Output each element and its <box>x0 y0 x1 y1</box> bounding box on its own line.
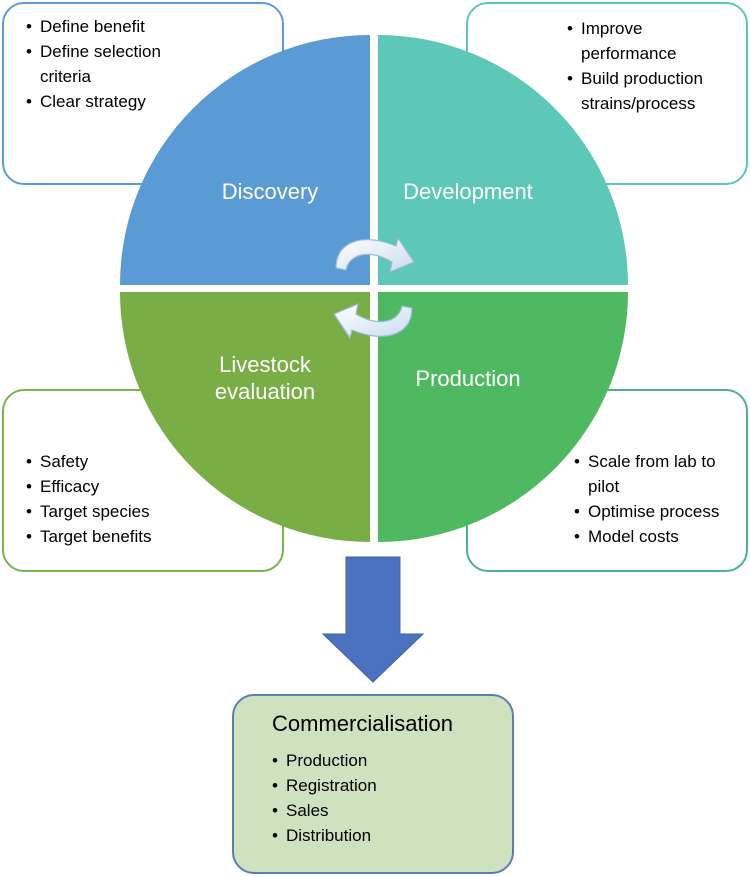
livestock-bullet: Target benefits <box>24 524 282 549</box>
discovery-bullet: Define benefit <box>24 14 282 39</box>
production-bullet: Optimise process <box>572 499 746 524</box>
livestock-bullet-list: Safety Efficacy Target species Target be… <box>24 449 282 549</box>
commercialisation-bullet: Distribution <box>272 823 512 848</box>
commercialisation-box: Commercialisation Production Registratio… <box>232 694 514 874</box>
development-bullet: Improve performance <box>565 16 691 66</box>
livestock-evaluation-quadrant <box>120 292 370 542</box>
commercialisation-bullet: Registration <box>272 773 512 798</box>
discovery-bullet: Clear strategy <box>24 89 282 114</box>
livestock-bullet: Target species <box>24 499 282 524</box>
commercialisation-bullet-list: Production Registration Sales Distributi… <box>272 748 512 848</box>
development-label: Development <box>403 179 533 204</box>
commercialisation-bullet: Production <box>272 748 512 773</box>
cycle-arrow-icon <box>333 303 413 340</box>
development-quadrant <box>378 35 628 285</box>
production-bullet: Model costs <box>572 524 746 549</box>
production-label: Production <box>415 366 521 391</box>
production-bullet-list: Scale from lab to pilot Optimise process… <box>572 449 746 549</box>
development-bullet-list: Improve performance Build production str… <box>565 16 746 116</box>
development-bullet: Build production strains/process <box>565 66 731 116</box>
down-arrow-icon <box>321 556 425 683</box>
livestock-evaluation-label: Livestock evaluation <box>190 351 340 405</box>
commercialisation-bullet: Sales <box>272 798 512 823</box>
discovery-quadrant <box>120 35 370 285</box>
production-bullet: Scale from lab to pilot <box>572 449 738 499</box>
livestock-label-line: Livestock <box>219 352 311 377</box>
livestock-bullet: Safety <box>24 449 282 474</box>
discovery-bullet: Define selection criteria <box>24 39 190 89</box>
discovery-label: Discovery <box>221 179 319 204</box>
commercialisation-title: Commercialisation <box>272 711 453 736</box>
discovery-bullet-list: Define benefit Define selection criteria… <box>24 14 282 114</box>
livestock-label-line: evaluation <box>214 379 316 404</box>
livestock-bullet: Efficacy <box>24 474 282 499</box>
production-quadrant <box>378 292 628 542</box>
cycle-arrow-icon <box>335 236 415 273</box>
